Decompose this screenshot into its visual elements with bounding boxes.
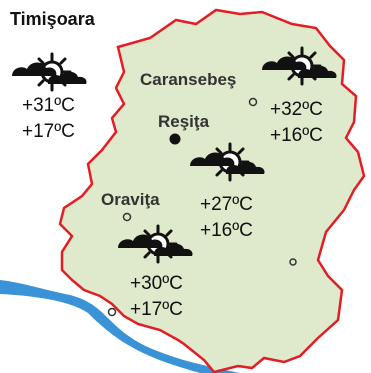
caras-severin-county [58, 8, 366, 373]
timisoara-sun-behind-clouds-icon [10, 52, 89, 92]
oravita-label: Oraviţa [101, 190, 160, 209]
timisoara-min-temp: +17ºC [22, 121, 75, 142]
oravita-max-temp: +30ºC [130, 273, 183, 294]
oravita-min-temp: +17ºC [130, 299, 183, 320]
resita-label: Reşiţa [158, 112, 210, 131]
timisoara-label: Timişoara [10, 9, 95, 29]
baile-herculane-marker [289, 258, 297, 266]
timisoara-max-temp: +31ºC [22, 95, 75, 116]
caransebes-max-temp: +32ºC [270, 99, 323, 120]
oravita-marker [122, 212, 132, 222]
caransebes-min-temp: +16ºC [270, 125, 323, 146]
resita-marker [169, 133, 181, 145]
resita-max-temp: +27ºC [200, 194, 253, 215]
moldova-noua-marker [107, 307, 117, 317]
caransebes-marker [248, 97, 258, 107]
danube-river [0, 280, 240, 373]
caransebes-label: Caransebeş [140, 70, 237, 89]
resita-min-temp: +16ºC [200, 220, 253, 241]
